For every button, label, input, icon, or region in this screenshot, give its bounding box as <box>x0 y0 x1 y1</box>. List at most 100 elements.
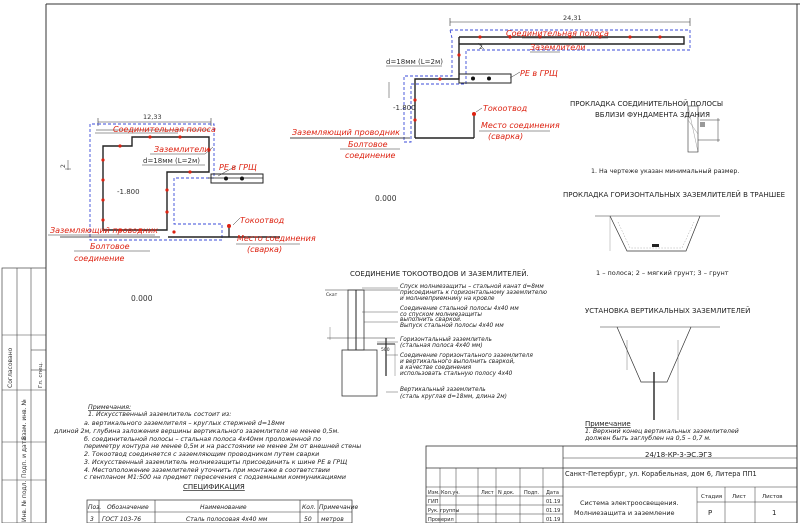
left-zero-level: 0.000 <box>131 294 153 303</box>
side-inv-orig-label: Инв. № подл. <box>21 481 28 522</box>
tb-h-date: Дата <box>546 490 559 496</box>
right-weld-label-1: Место соединения <box>481 121 560 130</box>
vertical-electrode-detail: УСТАНОВКА ВЕРТИКАЛЬНЫХ ЗАЗЕМЛИТЕЛЕЙ Прим… <box>584 306 750 442</box>
left-dim-label: 12,33 <box>143 113 162 121</box>
vertical-title: УСТАНОВКА ВЕРТИКАЛЬНЫХ ЗАЗЕМЛИТЕЛЕЙ <box>585 306 750 315</box>
note-1c: б. соединительной полосы – стальная поло… <box>84 435 321 443</box>
conn-l3: и молниеприемнику на кровле <box>400 296 495 302</box>
note-1b: длиной 2м, глубина заложения вершины вер… <box>53 427 339 435</box>
conn-l10: Соединение горизонтального заземлителя <box>400 353 533 359</box>
foundation-title-2: ВБЛИЗИ ФУНДАМЕНТА ЗДАНИЯ <box>595 111 710 119</box>
tb-h-sign: Подп. <box>524 490 540 496</box>
conn-l12: в качестве соединения <box>400 365 472 371</box>
note-2: 2. Токоотвод соединяется с заземляющим п… <box>84 451 319 458</box>
side-sign-date-label: Подп. и дата <box>21 437 28 478</box>
left-electrode-dots <box>101 135 211 234</box>
right-down-conductor-label: Токоотвод <box>483 104 528 113</box>
right-bolt-label-1: Болтовое <box>348 140 388 149</box>
right-weld-label-2: (сварка) <box>488 132 523 141</box>
connection-section: СОЕДИНЕНИЕ ТОКООТВОДОВ И ЗАЗЕМЛИТЕЛЕЙ. С… <box>325 269 547 400</box>
conn-l9: (стальная полоса 4х40 мм) <box>400 343 483 349</box>
trench-title: ПРОКЛАДКА ГОРИЗОНТАЛЬНЫХ ЗАЗЕМЛИТЕЛЕЙ В … <box>563 190 785 199</box>
left-down-conductor-label: Токоотвод <box>240 216 285 225</box>
tb-h-qty: Кол.уч. <box>441 490 460 496</box>
right-outer-dashed-loop <box>403 29 691 143</box>
side-stamp: Согласовано Гл. спец. Взам. инв. № Подп.… <box>1 267 47 523</box>
tb-h-sheet: Лист <box>481 490 494 496</box>
general-notes: Примечания: 1. Искусственный заземлитель… <box>53 404 361 481</box>
spec-r-note: метров <box>321 516 344 523</box>
right-bolt-label-2: соединение <box>345 151 396 160</box>
right-dim-label: 24,31 <box>563 14 582 22</box>
conn-l1: Спуск молниезащиты – стальной канат d=8м… <box>400 284 544 290</box>
trench-detail: ПРОКЛАДКА ГОРИЗОНТАЛЬНЫХ ЗАЗЕМЛИТЕЛЕЙ В … <box>563 190 785 277</box>
spec-r-des: ГОСТ 103-76 <box>102 516 141 523</box>
note-4: 4. Местоположение заземлителей уточнить … <box>84 467 330 474</box>
spec-h-name: Наименование <box>200 504 247 511</box>
tb-check: Проверил <box>428 517 454 523</box>
left-bolt-label-1: Болтовое <box>90 242 130 251</box>
left-bolt-label-2: соединение <box>74 254 125 263</box>
title-block: 24/18-КР-3-ЭС.ЭГЗ Санкт-Петербург, ул. К… <box>425 445 798 523</box>
left-level-label: -1.800 <box>117 188 140 196</box>
connection-title: СОЕДИНЕНИЕ ТОКООТВОДОВ И ЗАЗЕМЛИТЕЛЕЙ. <box>350 269 529 278</box>
side-spec-label: Гл. спец. <box>38 362 44 388</box>
spec-h-des: Обозначение <box>107 504 149 511</box>
conn-l4: Соединение стальной полосы 4х40 мм <box>400 306 519 312</box>
tb-h-lists: Листов <box>762 494 783 500</box>
tb-h-stage: Стадия <box>701 494 722 500</box>
left-strip-loop <box>102 136 210 231</box>
spec-h-qty: Кол. <box>302 504 316 511</box>
vertical-note-2: должен быть заглублен на 0,5 – 0,7 м. <box>584 434 711 442</box>
trench-note: 1 – полоса; 2 – мягкий грунт; 3 – грунт <box>596 269 729 277</box>
tb-h-list: Лист <box>732 494 747 500</box>
right-grounding-plan: 24,31 Соединительная полоса Заземлители … <box>290 14 691 203</box>
left-electrode-spec: d=18мм (L=2м) <box>143 157 200 165</box>
conn-l7: Выпуск стальной полосы 4х40 мм <box>400 323 504 329</box>
address: Санкт-Петербург, ул. Корабельная, дом 6,… <box>565 470 757 478</box>
spec-r-qty: 50 <box>304 516 312 523</box>
tb-d2: 01.19 <box>546 508 560 514</box>
foundation-detail: ПРОКЛАДКА СОЕДИНИТЕЛЬНОЙ ПОЛОСЫ ВБЛИЗИ Ф… <box>570 99 739 175</box>
roof-label: Скат <box>326 292 338 298</box>
spec-h-note: Примечание <box>319 504 358 511</box>
note-1d: периметру контура не менее 0,5м и на рас… <box>84 443 361 450</box>
note-1: 1. Искусственный заземлитель состоит из: <box>88 411 231 418</box>
tb-d1: 01.19 <box>546 499 560 505</box>
conn-l15: (сталь круглая d=18мм, длина 2м) <box>400 394 507 400</box>
spec-r-name: Сталь полосовая 4х40 мм <box>186 516 268 523</box>
side-inv-label: Взам. инв. № <box>21 399 28 440</box>
conn-l2: присоединить к горизонтальному заземлите… <box>400 290 547 296</box>
spec-title: СПЕЦИФИКАЦИЯ <box>183 483 245 491</box>
right-electrode-spec: d=18мм (L=2м) <box>386 58 443 66</box>
left-weld-label-1: Место соединения <box>237 234 316 243</box>
spec-h-pos: Поз. <box>88 504 101 511</box>
tb-h-doc: N док. <box>498 490 515 496</box>
doc-code: 24/18-КР-3-ЭС.ЭГЗ <box>645 451 713 459</box>
right-top-strip-label: Соединительная полоса <box>506 29 609 38</box>
tb-list: 1 <box>772 509 776 517</box>
left-outer-dashed-loop <box>89 123 223 241</box>
conn-l14: Вертикальный заземлитель <box>400 387 486 393</box>
note-3: 3. Искусственный заземлитель молниезащит… <box>84 459 347 466</box>
right-electrodes-label: Заземлители <box>530 43 585 52</box>
left-pe-label: PE в ГРЩ <box>219 163 257 172</box>
tb-stage: Р <box>708 509 712 517</box>
left-electrodes-label: Заземлители <box>154 145 209 154</box>
conn-l11: и вертикального выполнить сваркой, <box>400 359 515 365</box>
left-weld-label-2: (сварка) <box>247 245 282 254</box>
foundation-note: 1. На чертеже указан минимальный размер. <box>591 167 739 175</box>
side-agreed-label: Согласовано <box>7 347 14 388</box>
tb-ruk: Рук. группы <box>428 508 459 514</box>
conn-l6: выполнить сваркой. <box>400 317 462 323</box>
left-grounding-plan: 12,33 Со <box>48 113 316 303</box>
conn-l5: со спуском молниезащиты <box>400 312 482 318</box>
left-small-dim: 2 <box>60 164 67 168</box>
connection-dim: 500 <box>381 347 390 353</box>
right-pe-label: PE в ГРЩ <box>520 69 558 78</box>
notes-title: Примечания: <box>88 404 131 411</box>
spec-r-pos: 3 <box>90 516 94 523</box>
note-4b: с генпланом М1:500 на предмет пересечени… <box>84 474 346 481</box>
left-grounding-conductor-label: Заземляющий проводник <box>50 226 158 235</box>
vertical-note-1: 1. Верхний конец вертикальных заземлител… <box>585 428 739 435</box>
